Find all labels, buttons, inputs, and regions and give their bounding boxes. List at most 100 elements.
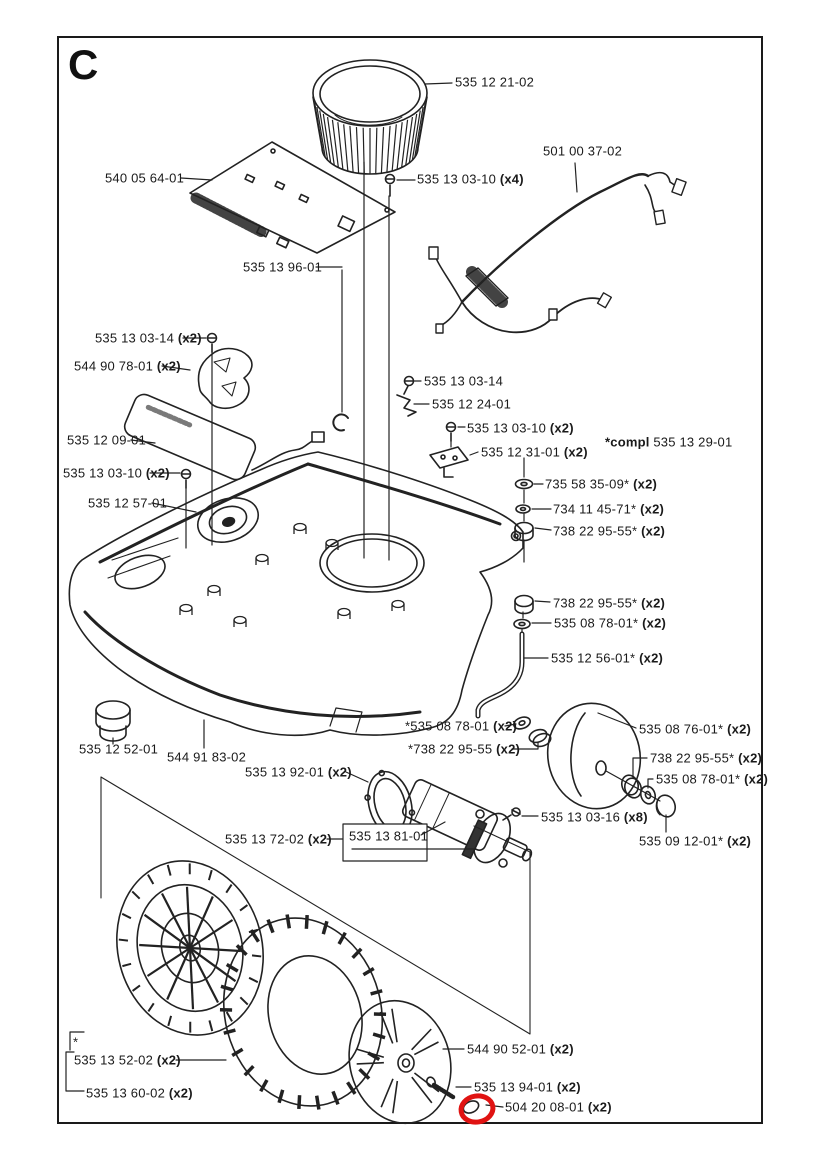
deco-line <box>367 1051 381 1062</box>
deco-line <box>386 125 391 173</box>
deco-line <box>380 1078 394 1108</box>
part-label: *535 08 78-01 (x2) <box>405 718 518 734</box>
clip-part <box>396 394 417 417</box>
part-label: 535 13 94-01 (x2) <box>474 1079 581 1095</box>
deco-line <box>355 127 360 174</box>
deco-line <box>413 1041 439 1056</box>
part-label: 535 12 57-01 <box>88 495 168 511</box>
deco-line <box>248 928 258 934</box>
washer-part <box>462 1100 480 1114</box>
deco-line <box>314 1095 321 1110</box>
deco-line <box>337 122 344 170</box>
part-label: 535 08 78-01* (x2) <box>656 771 769 787</box>
part-label: 738 22 95-55* (x2) <box>553 595 666 611</box>
deco-line <box>372 1032 386 1040</box>
wiring-harness-part <box>428 171 687 334</box>
deco-line <box>297 1095 302 1110</box>
deco-line <box>266 919 275 934</box>
highlight-annotation <box>458 1093 496 1125</box>
wheel-motor-part <box>401 779 533 868</box>
deco-line <box>375 127 378 174</box>
deco-line <box>343 124 349 172</box>
part-label: 535 13 03-10 (x2) <box>467 420 574 436</box>
deco-line <box>316 106 326 158</box>
part-label: 535 12 21-02 <box>455 74 535 90</box>
grouping-brackets <box>65 1031 85 1092</box>
deco-line <box>147 1002 155 1013</box>
deco-line <box>331 119 339 168</box>
deco-line <box>351 947 363 960</box>
battery-connector <box>311 431 325 443</box>
deco-line <box>243 1064 255 1077</box>
deco-line <box>391 1008 398 1043</box>
deco-line <box>131 984 141 992</box>
part-label: 535 13 52-02 (x2) <box>74 1052 181 1068</box>
part-label: 535 08 76-01* (x2) <box>639 721 752 737</box>
deco-line <box>337 931 347 945</box>
part-label: *compl 535 13 29-01 <box>605 434 733 450</box>
part-label: 535 13 03-14 <box>424 373 504 389</box>
deco-line <box>321 920 329 935</box>
part-label: 535 13 60-02 (x2) <box>86 1085 193 1101</box>
deco-line <box>167 1015 173 1027</box>
part-label: *738 22 95-55 (x2) <box>408 741 521 757</box>
deco-line <box>220 984 234 992</box>
part-label: 535 13 92-01 (x2) <box>245 764 352 780</box>
deco-line <box>413 1072 440 1093</box>
deco-line <box>326 116 335 166</box>
deco-line <box>207 869 213 881</box>
part-label: 738 22 95-55* (x2) <box>650 750 763 766</box>
deco-line <box>122 962 132 968</box>
deco-line <box>225 962 239 973</box>
section-letter: C <box>68 41 99 88</box>
part-label: 544 91 83-02 <box>167 749 247 765</box>
deco-line <box>208 1020 214 1032</box>
part-label: * <box>73 1034 79 1050</box>
speaker-part <box>197 497 259 543</box>
deco-line <box>401 119 409 168</box>
deco-line <box>235 944 248 956</box>
deco-line <box>411 1028 432 1051</box>
part-label: 535 13 03-10 (x4) <box>417 171 524 187</box>
deco-line <box>391 124 397 172</box>
part-label: 535 12 24-01 <box>432 396 512 412</box>
deco-line <box>356 1048 385 1059</box>
seal-end-hook <box>332 413 349 432</box>
deco-line <box>392 1080 399 1114</box>
part-label: 504 20 08-01 (x2) <box>505 1099 612 1115</box>
screw-icons <box>180 173 521 821</box>
part-label: 535 09 12-01* (x2) <box>639 833 752 849</box>
caster-wheel-group <box>512 702 677 818</box>
deco-line <box>349 125 354 173</box>
circuit-board-part <box>189 141 396 254</box>
deco-line <box>331 1090 340 1105</box>
plate-part <box>429 446 469 478</box>
part-label: 540 05 64-01 <box>105 170 185 186</box>
deco-line <box>285 914 292 929</box>
battery-holder-part <box>197 347 253 410</box>
deco-line <box>225 1011 233 1022</box>
battery-wire <box>251 439 316 471</box>
part-label: 535 13 03-14 (x2) <box>95 330 202 346</box>
part-label: 535 13 03-16 (x8) <box>541 809 648 825</box>
washer-bearing-stack <box>513 457 534 635</box>
deco-line <box>147 874 155 885</box>
deco-line <box>322 113 332 164</box>
part-label: 535 12 31-01 (x2) <box>481 444 588 460</box>
part-label: 501 00 37-02 <box>543 143 623 159</box>
deco-line <box>405 116 414 166</box>
deco-line <box>118 938 129 942</box>
deco-line <box>414 106 424 158</box>
part-label: 735 58 35-09* (x2) <box>545 476 658 492</box>
deco-line <box>259 1079 269 1093</box>
deco-line <box>239 904 249 912</box>
deco-line <box>131 890 141 900</box>
part-label: 535 12 56-01* (x2) <box>551 650 664 666</box>
deco-line <box>304 914 309 929</box>
part-label: 535 13 96-01 <box>243 259 323 275</box>
deco-line <box>415 103 426 155</box>
part-label: 535 08 78-01* (x2) <box>554 615 667 631</box>
deco-line <box>146 919 234 977</box>
